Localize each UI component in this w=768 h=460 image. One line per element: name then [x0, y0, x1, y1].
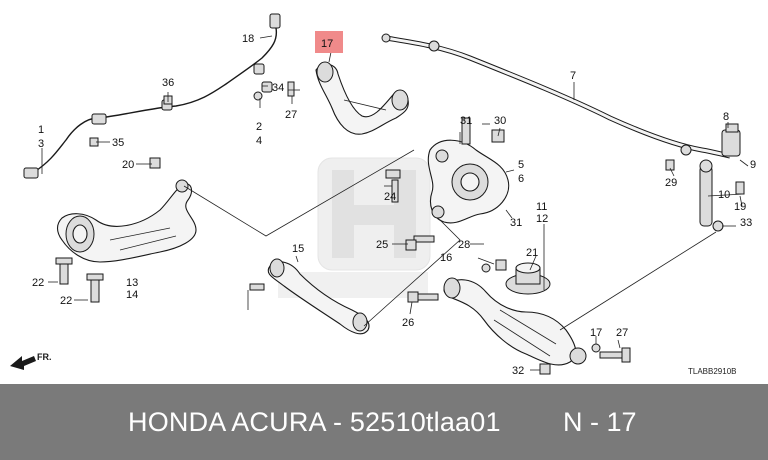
direction-label: FR.: [37, 352, 52, 362]
parts-diagram: 1 3 35 20 36 18 34 2 4 27 17 31 30 5 6 3…: [10, 13, 756, 377]
callout-26: 27: [616, 327, 628, 339]
callout-17-highlight: [315, 31, 343, 53]
callout-11: 11: [536, 201, 547, 213]
callout-32: 33: [740, 217, 752, 229]
callout-1: 1: [38, 124, 44, 136]
callout-22-upper: 22: [32, 277, 44, 289]
callout-3: 3: [38, 138, 44, 150]
callout-33: 34: [272, 82, 284, 94]
callout-18: 21: [526, 247, 538, 259]
front-direction-arrow: FR.: [10, 352, 52, 370]
knuckle: [427, 117, 510, 224]
callout-14: 14: [126, 289, 138, 301]
callouts: 1 3 35 20 36 18 34 2 4 27 17 31 30 5 6 3…: [32, 31, 756, 377]
upper-control-arm: [315, 61, 409, 135]
callout-6: 6: [518, 173, 524, 185]
callout-15: 15: [292, 243, 304, 255]
stabilizer-bar: [381, 33, 741, 171]
callout-7: 7: [570, 70, 576, 82]
callout-35: 36: [162, 77, 174, 89]
callout-24-lower: 25: [376, 239, 388, 251]
callout-28: 28: [458, 239, 470, 251]
callout-19: 17: [590, 327, 602, 339]
fasteners: [149, 81, 631, 375]
lower-link: [267, 258, 370, 335]
callout-13: 13: [126, 277, 138, 289]
leader-lines: [41, 35, 749, 371]
callout-25: 26: [402, 317, 414, 329]
lower-arm: [443, 262, 587, 366]
callout-10: 10: [718, 189, 730, 201]
callout-8: 8: [723, 111, 729, 123]
callout-16: 16: [440, 252, 452, 264]
footer-bar: HONDA ACURA - 52510tlaa01 N - 17: [0, 384, 768, 460]
callout-31-bottom: 32: [512, 365, 524, 377]
callout-34: 35: [112, 137, 124, 149]
callout-22-lower: 22: [60, 295, 72, 307]
callout-12: 12: [536, 213, 548, 225]
callout-31-top-left: 31: [460, 115, 472, 127]
callout-21: 19: [734, 201, 746, 213]
callout-30: 30: [494, 115, 506, 127]
callout-27: 27: [285, 109, 297, 121]
part-reference: N - 17: [563, 407, 637, 437]
callout-31-mid: 31: [510, 217, 522, 229]
callout-24-upper: 24: [384, 191, 396, 203]
part-title: HONDA ACURA - 52510tlaa01: [128, 407, 501, 437]
callout-17: 17: [321, 38, 333, 50]
callout-20: 18: [242, 33, 254, 45]
drawing-code: TLABB2910B: [688, 367, 736, 376]
honda-watermark-logo: [278, 157, 431, 298]
callout-5: 5: [518, 159, 524, 171]
callout-23: 20: [122, 159, 134, 171]
callout-9: 9: [750, 159, 756, 171]
trailing-arm: [56, 179, 197, 263]
callout-2: 2: [256, 121, 262, 133]
callout-29: 29: [665, 177, 677, 189]
bolt-22: [55, 257, 104, 303]
callout-4: 4: [256, 135, 262, 147]
stabilizer-link: [699, 159, 745, 232]
